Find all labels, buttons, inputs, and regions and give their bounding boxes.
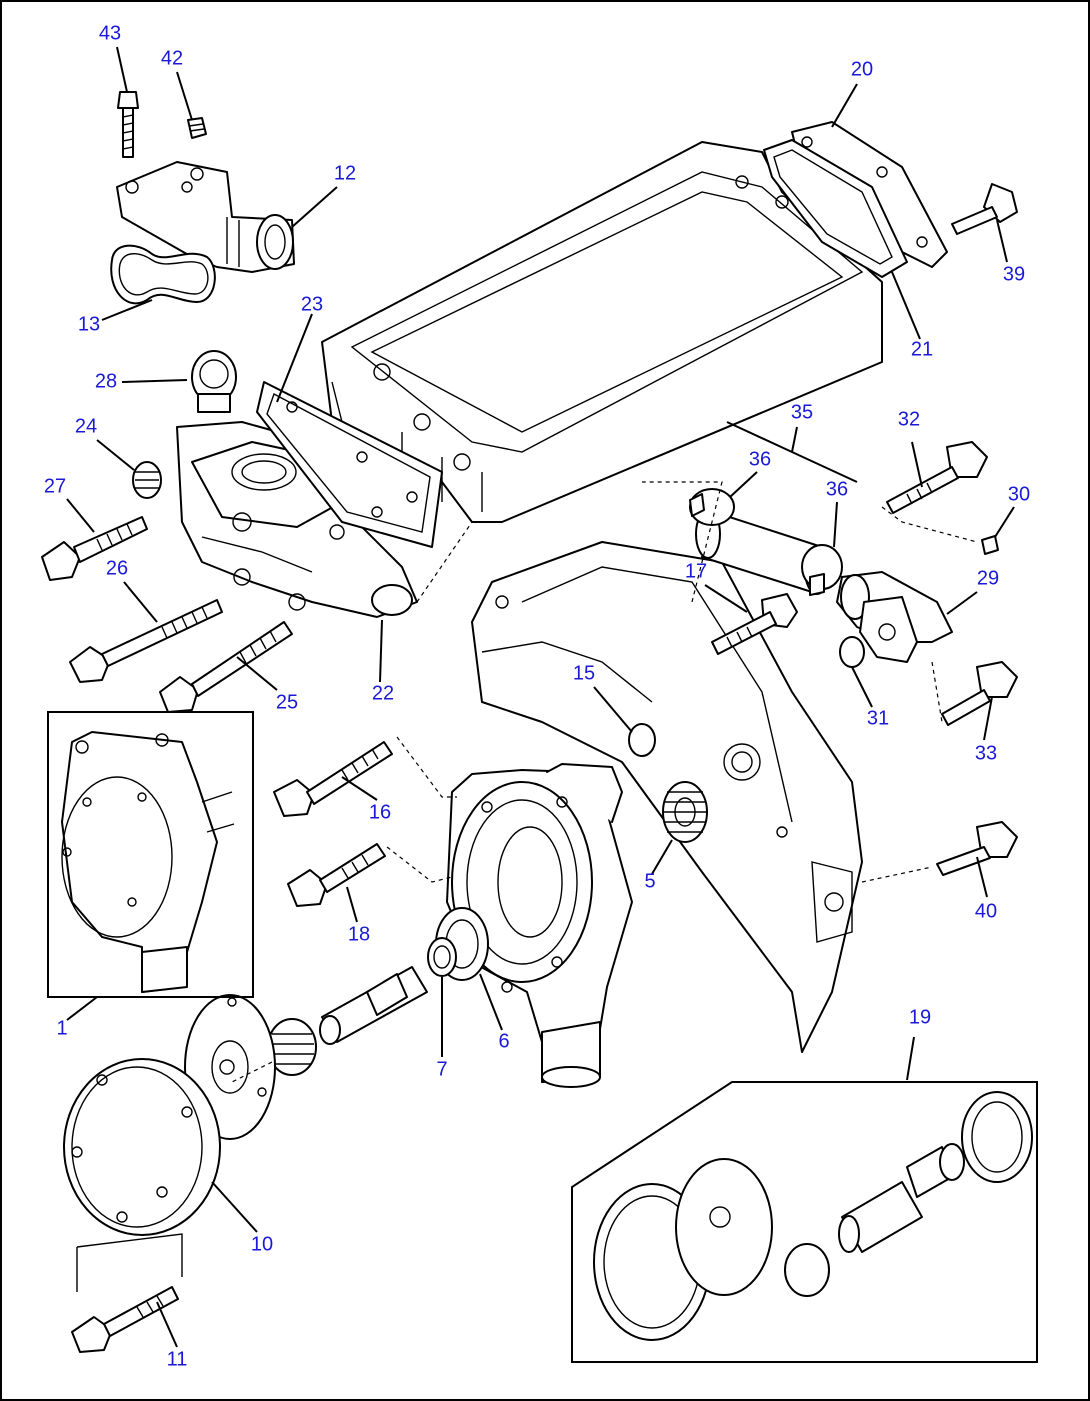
callout-22: 22 — [372, 682, 394, 704]
assembly-1-inset — [47, 711, 254, 998]
hose-clamp-36a — [689, 488, 735, 526]
callout-6: 6 — [498, 1030, 509, 1052]
callout-36-left: 36 — [749, 448, 771, 470]
pump-gear-5 — [662, 781, 708, 843]
bolt-11-bracket — [76, 1233, 183, 1292]
callout-15: 15 — [573, 662, 595, 684]
plug-42 — [187, 117, 207, 139]
o-ring-31 — [839, 636, 865, 668]
assembly-dashed-lines — [231, 481, 978, 1083]
bolt-40 — [936, 821, 1018, 876]
callout-39: 39 — [1003, 263, 1025, 285]
callout-5: 5 — [644, 870, 655, 892]
hose-clamp-36b — [801, 544, 843, 596]
thermostat-housing — [176, 421, 418, 618]
callout-11: 11 — [167, 1348, 188, 1370]
callout-28: 28 — [95, 370, 117, 392]
bolt-25 — [159, 621, 293, 713]
bolt-27 — [41, 516, 148, 581]
repair-kit-19-inset — [571, 1081, 1038, 1363]
bolt-32 — [886, 441, 988, 514]
callout-43: 43 — [99, 22, 121, 44]
callout-13: 13 — [78, 313, 100, 335]
pump-rear-cover-10 — [63, 1058, 221, 1236]
bolt-17 — [711, 593, 798, 655]
callout-10: 10 — [251, 1233, 273, 1255]
bolt-11 — [71, 1286, 179, 1353]
callout-40: 40 — [975, 900, 997, 922]
callout-19: 19 — [909, 1006, 931, 1028]
plug-24 — [132, 461, 162, 499]
callout-31: 31 — [867, 707, 889, 729]
callout-7: 7 — [436, 1058, 447, 1080]
callout-17: 17 — [685, 560, 707, 582]
thermostat-cover-gasket-inner — [118, 253, 209, 296]
callout-1: 1 — [56, 1017, 67, 1039]
callout-26: 26 — [106, 557, 128, 579]
gasket-23 — [256, 381, 443, 548]
callout-33: 33 — [975, 742, 997, 764]
water-pipe-29 — [836, 571, 953, 663]
callout-25: 25 — [276, 691, 298, 713]
callout-29: 29 — [977, 567, 999, 589]
callout-20: 20 — [851, 58, 873, 80]
callout-leader-lines — [66, 46, 1015, 1348]
bolt-39 — [951, 183, 1018, 235]
bolt-18 — [287, 843, 386, 907]
callout-32: 32 — [898, 408, 920, 430]
callout-42: 42 — [161, 47, 183, 69]
thermostat-cover — [116, 161, 295, 273]
callout-35: 35 — [791, 401, 813, 423]
callout-21: 21 — [911, 338, 933, 360]
thermostat-cover-gasket — [110, 244, 216, 305]
plug-30 — [981, 535, 999, 555]
seal-7 — [427, 937, 457, 977]
o-ring-15 — [628, 723, 656, 757]
bolt-16 — [273, 741, 393, 817]
callout-labels: 43 42 12 13 20 39 21 23 28 24 27 26 25 2… — [44, 22, 1030, 1370]
bolt-26 — [69, 599, 223, 683]
callout-18: 18 — [348, 923, 370, 945]
callout-12: 12 — [334, 162, 356, 184]
callout-30: 30 — [1008, 483, 1030, 505]
bolt-43 — [117, 91, 139, 158]
callout-27: 27 — [44, 475, 66, 497]
callout-36-right: 36 — [826, 478, 848, 500]
callout-23: 23 — [301, 293, 323, 315]
bolt-33 — [941, 661, 1018, 726]
callout-24: 24 — [75, 415, 97, 437]
pump-shaft — [319, 966, 428, 1045]
gasket-21 — [763, 139, 908, 278]
thermostat-28 — [191, 350, 237, 413]
callout-16: 16 — [369, 801, 391, 823]
